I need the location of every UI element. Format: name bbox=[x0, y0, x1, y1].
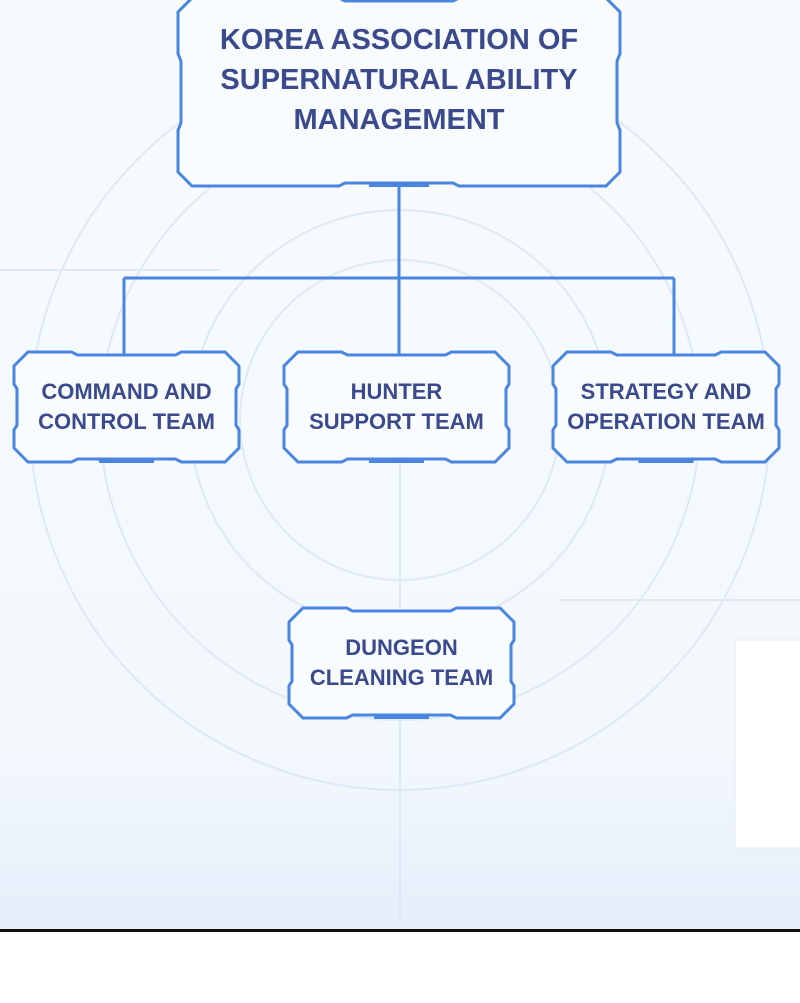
org-root-node: KOREA ASSOCIATION OF SUPERNATURAL ABILIT… bbox=[176, 0, 622, 188]
box-tab bbox=[369, 458, 424, 463]
box-frame bbox=[551, 350, 781, 464]
box-frame bbox=[282, 350, 511, 464]
box-tab bbox=[99, 458, 154, 463]
box-frame bbox=[176, 0, 622, 188]
decor-panel bbox=[734, 639, 800, 849]
panel-divider bbox=[0, 929, 800, 1003]
box-outline bbox=[551, 350, 781, 464]
org-node-dungeon-cleaning: DUNGEON CLEANING TEAM bbox=[287, 606, 516, 720]
node-label: STRATEGY AND OPERATION TEAM bbox=[567, 379, 765, 434]
org-node-hunter-support: HUNTER SUPPORT TEAM bbox=[282, 350, 511, 464]
box-outline bbox=[176, 0, 622, 188]
box-tab bbox=[369, 182, 429, 187]
node-label: COMMAND AND CONTROL TEAM bbox=[38, 379, 215, 434]
org-node-strategy-operation: STRATEGY AND OPERATION TEAM bbox=[551, 350, 781, 464]
root-label: KOREA ASSOCIATION OF SUPERNATURAL ABILIT… bbox=[219, 24, 579, 136]
org-node-command-control: COMMAND AND CONTROL TEAM bbox=[12, 350, 241, 464]
node-label: HUNTER SUPPORT TEAM bbox=[309, 379, 484, 434]
box-frame bbox=[287, 606, 516, 720]
org-connectors bbox=[122, 185, 676, 354]
box-outline bbox=[282, 350, 511, 464]
box-tab bbox=[374, 714, 429, 719]
box-tab bbox=[638, 458, 694, 463]
box-frame bbox=[12, 350, 241, 464]
box-outline bbox=[12, 350, 241, 464]
box-outline bbox=[287, 606, 516, 720]
node-label: DUNGEON CLEANING TEAM bbox=[309, 635, 494, 690]
